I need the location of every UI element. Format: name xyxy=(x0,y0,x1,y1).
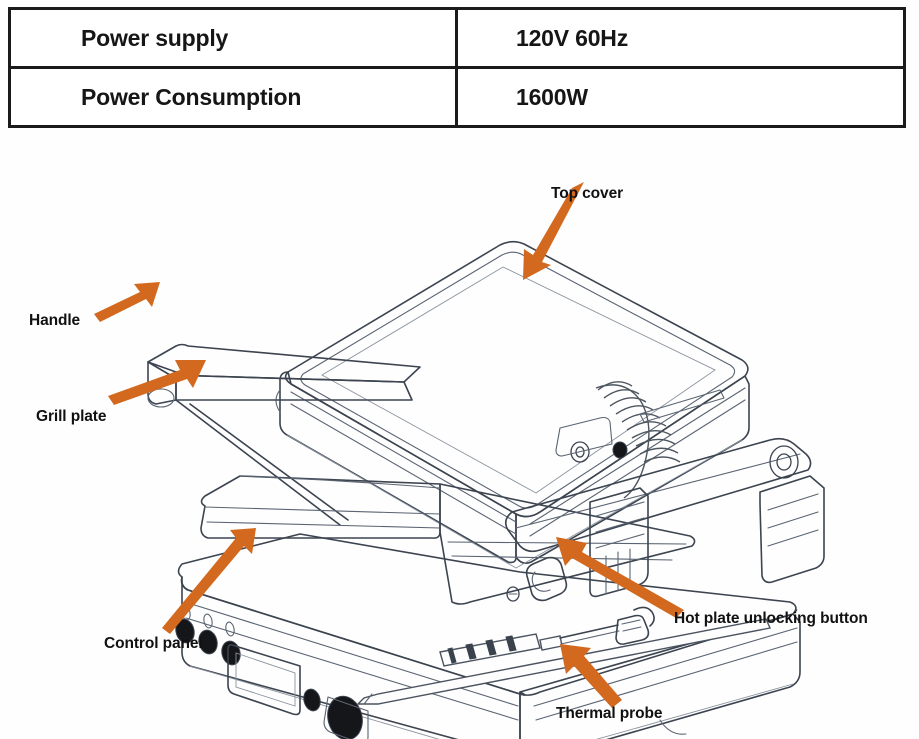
callout-label-top-cover: Top cover xyxy=(551,185,624,202)
callout-label-handle: Handle xyxy=(29,312,81,329)
callout-label-thermal-probe: Thermal probe xyxy=(556,705,663,722)
appliance-base-graphic xyxy=(177,533,801,739)
handle-arrow-icon xyxy=(94,282,160,322)
spec-value-cell: 1600W xyxy=(455,66,906,128)
parts-diagram xyxy=(0,132,919,739)
screw-detail-icon xyxy=(506,586,520,602)
hinge-arm-graphic xyxy=(504,389,825,598)
callout-label-control-panel: Control panel xyxy=(104,635,203,652)
appliance-line-drawing xyxy=(0,132,919,739)
callout-label-hot-plate-unlocking-button: Hot plate unlocking button xyxy=(674,610,868,627)
handle-graphic xyxy=(147,343,421,526)
grill-plate-arrow-icon xyxy=(108,360,206,405)
grill-plate-graphic xyxy=(200,475,696,605)
thermal-probe-arrow-icon xyxy=(560,644,622,708)
table-row: Power supply 120V 60Hz xyxy=(8,7,906,69)
spec-parameter-cell: Power Consumption xyxy=(8,66,458,128)
hot-plate-unlocking-button-graphic xyxy=(525,556,568,602)
hot-plate-unlocking-arrow-icon xyxy=(556,537,684,618)
control-panel-graphic xyxy=(175,605,369,739)
control-panel-arrow-icon xyxy=(162,528,256,634)
spec-parameter-cell: Power supply xyxy=(8,7,458,69)
table-row: Power Consumption 1600W xyxy=(8,66,906,128)
coiled-cord-icon xyxy=(595,381,681,499)
callout-label-grill-plate: Grill plate xyxy=(36,408,107,425)
specification-table: Power supply 120V 60Hz Power Consumption… xyxy=(8,7,906,128)
spec-value-cell: 120V 60Hz xyxy=(455,7,906,69)
top-cover-arrow-icon xyxy=(523,182,584,280)
